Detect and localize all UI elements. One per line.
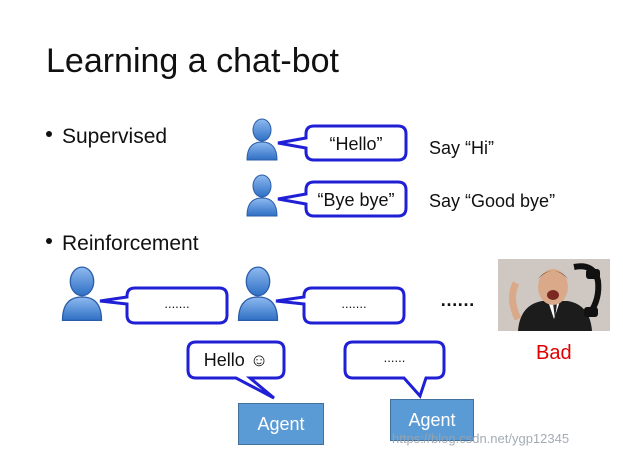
speech-bubble-agent-1 — [186, 340, 286, 400]
bubble-agent-1-text: Hello ☺ — [203, 350, 269, 370]
speech-bubble-user-2 — [275, 286, 406, 325]
person-icon — [246, 174, 278, 217]
agent-box-2: Agent — [390, 399, 474, 441]
label-say-goodbye: Say “Good bye” — [429, 191, 556, 211]
bullet-reinforcement: Reinforcement — [46, 232, 199, 256]
speech-bubble-hello — [277, 124, 408, 162]
speech-bubble-user-1 — [99, 286, 229, 325]
result-bad: Bad — [536, 342, 572, 364]
bullet-supervised-label: Supervised — [62, 125, 168, 148]
agent-box-1: Agent — [238, 403, 324, 445]
bubble-bye-text: “Bye bye” — [317, 190, 395, 210]
bubble-user-1-text: ....... — [164, 296, 190, 311]
angry-man-photo — [498, 259, 610, 331]
bullet-dot — [46, 238, 52, 245]
bullet-supervised: Supervised — [46, 125, 167, 149]
person-icon — [246, 118, 278, 161]
ellipsis: …… — [440, 290, 475, 310]
label-say-hi: Say “Hi” — [429, 138, 495, 158]
bubble-user-2-text: ....... — [341, 296, 367, 311]
bubble-agent-2-text: ...... — [383, 350, 406, 365]
speech-bubble-agent-2 — [343, 340, 446, 399]
person-icon — [61, 266, 103, 322]
speech-bubble-bye — [277, 180, 408, 218]
watermark: https://blog.csdn.net/ygp12345 — [392, 431, 570, 446]
bubble-hello-text: “Hello” — [329, 134, 383, 154]
person-icon — [237, 266, 279, 322]
slide-title: Learning a chat-bot — [46, 42, 339, 80]
bullet-dot — [46, 131, 52, 138]
bullet-reinforcement-label: Reinforcement — [62, 232, 199, 255]
